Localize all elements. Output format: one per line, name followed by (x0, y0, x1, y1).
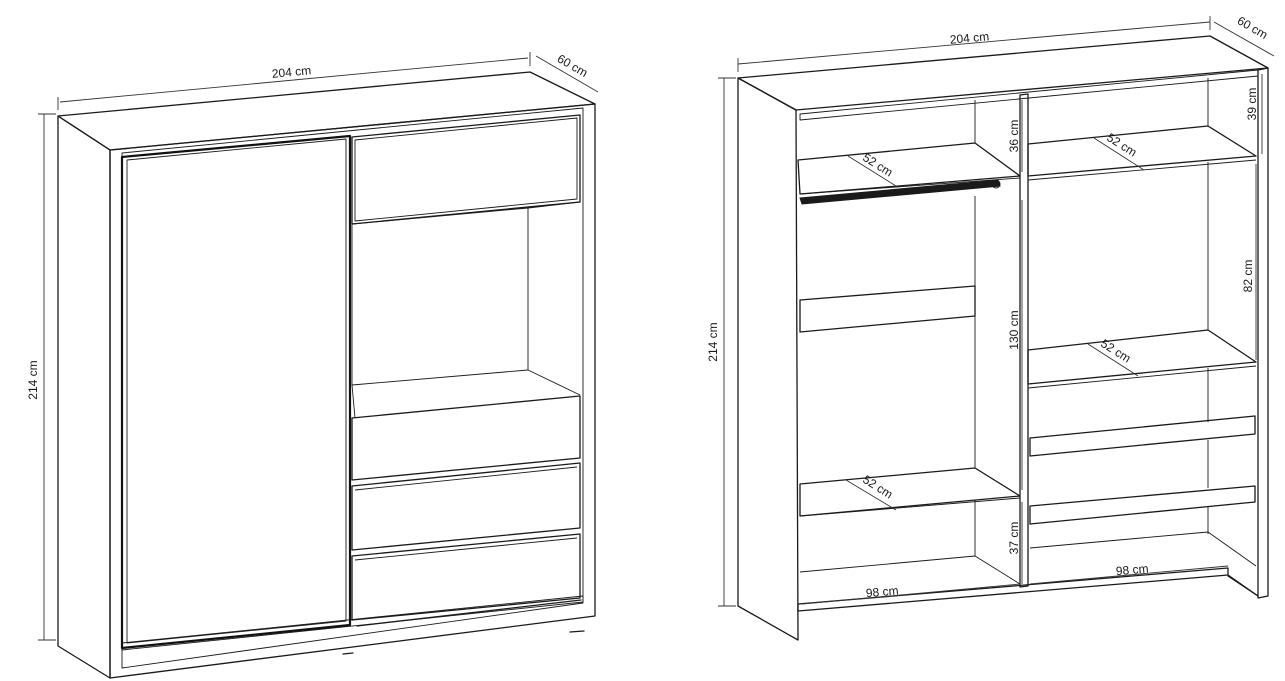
top-left-height-label: 36 cm (1007, 120, 1021, 153)
right-right-top-shelf-front (1027, 159, 1257, 181)
right-drawer-2 (1029, 485, 1256, 525)
open-wardrobe-view: 204 cm 60 cm 214 cm 36 cm 39 cm 52 cm 52… (706, 13, 1275, 641)
left-inner-width-label: 98 cm (865, 583, 899, 600)
left-sliding-door (120, 134, 352, 650)
left-inner-width-dimension-line (801, 583, 1021, 605)
right-hanging-rail-end (991, 179, 1001, 189)
right-back-top-edge (799, 69, 1259, 121)
right-middle-height-label: 82 cm (1241, 260, 1255, 293)
left-drawer-1 (351, 395, 581, 481)
right-bottom-rail (797, 567, 1229, 612)
left-top-box (351, 114, 581, 225)
right-drawer-1 (1029, 415, 1256, 457)
left-height-label: 214 cm (26, 360, 40, 399)
right-right-middle-shelf (1027, 329, 1257, 385)
right-side-panel (737, 77, 799, 641)
left-front-frame (109, 103, 596, 679)
right-left-top-shelf (797, 142, 1021, 195)
left-drawer-3-edge (354, 537, 578, 561)
left-drawer-2-edge (354, 466, 578, 491)
left-foot-middle (342, 652, 354, 655)
left-drawer-2 (351, 462, 581, 551)
right-depth-dimension-line (1213, 21, 1275, 57)
left-width-dimension-line (59, 57, 529, 103)
right-hanging-rail (799, 179, 1001, 205)
left-niche-front (351, 384, 356, 419)
right-right-floor-back (1029, 531, 1209, 549)
top-right-shelf-depth-line (1093, 137, 1145, 171)
right-left-back-rail (799, 285, 976, 333)
right-left-floor-back (799, 555, 976, 573)
left-top-box-inner (354, 117, 578, 222)
right-bottom-rail-side (1227, 574, 1259, 597)
right-left-floor-side (974, 555, 1021, 585)
right-height-label: 214 cm (706, 322, 720, 361)
top-right-height-label: 39 cm (1245, 88, 1259, 121)
right-right-floor-side (1207, 531, 1257, 567)
right-left-top-shelf-front (799, 177, 1021, 195)
left-open-niche (351, 207, 529, 386)
closed-wardrobe-view: 204 cm 60 cm 214 cm (26, 51, 599, 679)
left-door-track (356, 599, 582, 627)
bottom-height-label: 37 cm (1007, 522, 1021, 555)
left-foot-right (569, 630, 585, 633)
left-width-label: 204 cm (271, 63, 312, 81)
left-niche-floor-edge (527, 369, 581, 396)
left-side-panel (57, 115, 111, 679)
hanging-height-label: 130 cm (1007, 310, 1021, 349)
right-left-bottom-shelf-front (799, 497, 1021, 517)
left-sliding-door-edge (126, 138, 347, 644)
left-niche-edge (527, 201, 581, 209)
right-depth-label: 60 cm (1235, 13, 1270, 41)
right-inner-width-label: 98 cm (1115, 561, 1149, 578)
right-width-label: 204 cm (949, 29, 989, 46)
top-left-shelf-depth-line (847, 155, 897, 187)
right-top-panel (737, 35, 1269, 111)
left-bottom-shelf-depth-line (845, 479, 897, 511)
left-depth-label: 60 cm (555, 51, 590, 79)
right-left-bottom-shelf (799, 467, 1021, 517)
right-right-panel (1257, 67, 1269, 599)
left-drawer-3 (351, 533, 581, 621)
right-middle-shelf-depth-line (1087, 343, 1139, 377)
left-depth-dimension-line (535, 55, 599, 93)
right-inner-width-dimension-line (1029, 565, 1229, 585)
right-width-dimension-line (737, 21, 1211, 65)
right-central-divider (1019, 93, 1029, 588)
right-right-middle-shelf-front (1027, 365, 1257, 389)
right-right-top-shelf (1027, 125, 1257, 177)
